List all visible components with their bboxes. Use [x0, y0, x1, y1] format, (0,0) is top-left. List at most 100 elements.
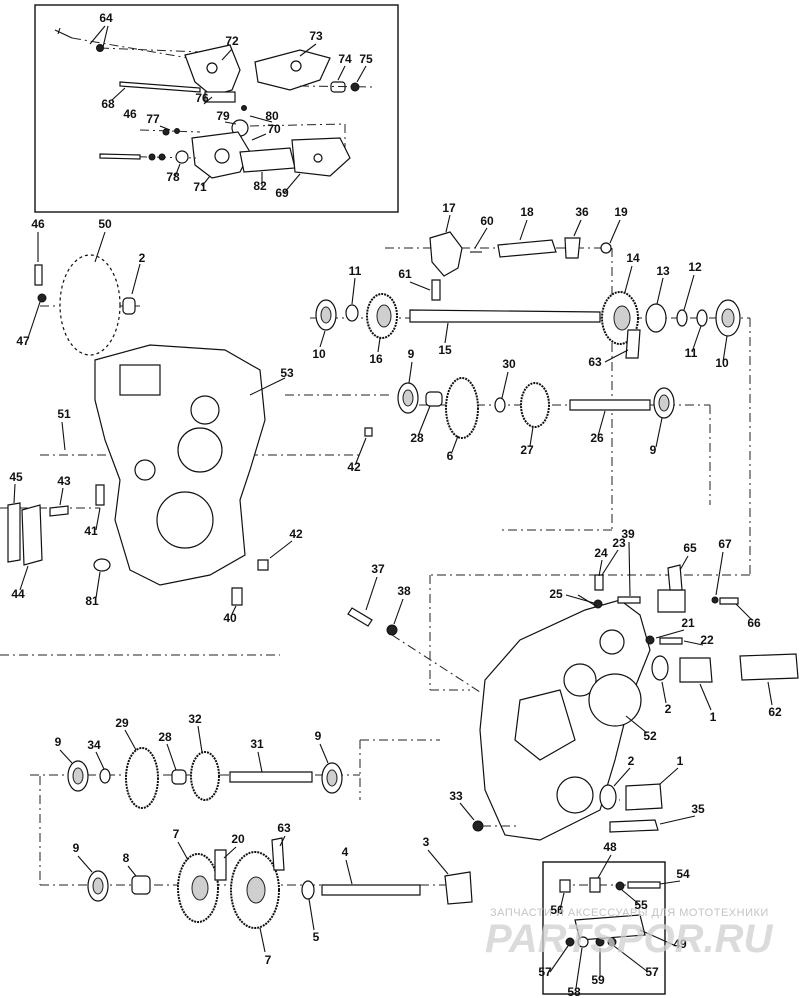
part-label-l12: 12: [688, 260, 702, 274]
part-label-l66: 66: [747, 616, 761, 630]
part-label-l1b: 1: [677, 754, 684, 768]
part-label-l39: 39: [621, 527, 635, 541]
middle-shaft-assembly: [397, 361, 675, 453]
part-label-l55: 55: [634, 898, 648, 912]
part-label-l2a: 2: [139, 251, 146, 265]
part-label-l50: 50: [98, 217, 112, 231]
part-label-l49: 49: [673, 937, 687, 951]
part-label-l61: 61: [398, 267, 412, 281]
part-label-l60: 60: [480, 214, 494, 228]
part-label-l1a: 1: [710, 710, 717, 724]
part-label-l79: 79: [216, 109, 230, 123]
part-label-l33: 33: [449, 789, 463, 803]
part-label-l68: 68: [101, 97, 115, 111]
part-label-l77: 77: [146, 112, 160, 126]
part-label-l44: 44: [11, 587, 25, 601]
part-label-l6: 6: [447, 449, 454, 463]
part-label-l19: 19: [614, 205, 628, 219]
part-label-l9c: 9: [55, 735, 62, 749]
part-label-l14: 14: [626, 251, 640, 265]
part-label-l72: 72: [225, 34, 239, 48]
part-label-l51: 51: [57, 407, 71, 421]
part-label-l4: 4: [342, 845, 349, 859]
part-label-l32: 32: [188, 712, 202, 726]
part-label-l16: 16: [369, 352, 383, 366]
part-label-l57b: 57: [645, 965, 659, 979]
part-label-l64: 64: [99, 11, 113, 25]
part-label-l42b: 42: [289, 527, 303, 541]
right-housing-52: [347, 541, 799, 841]
part-label-l71: 71: [193, 180, 207, 194]
bottom-shaft-4-assembly: [77, 835, 473, 953]
part-label-l75: 75: [359, 52, 373, 66]
part-label-l40: 40: [223, 611, 237, 625]
part-label-l11b: 11: [685, 346, 698, 360]
part-label-l31: 31: [250, 737, 264, 751]
linkage-inset: [34, 4, 399, 213]
upper-shaft-assembly: [315, 214, 741, 363]
left-housing-53: [94, 344, 286, 586]
part-label-l21: 21: [681, 616, 695, 630]
part-label-l2b: 2: [665, 702, 672, 716]
part-label-l34: 34: [87, 738, 101, 752]
part-label-l7b: 7: [265, 953, 272, 967]
part-label-l7a: 7: [173, 827, 180, 841]
part-label-l29: 29: [115, 716, 129, 730]
part-label-l58: 58: [567, 985, 581, 998]
part-label-l41: 41: [84, 524, 98, 538]
part-label-l2c: 2: [628, 754, 635, 768]
part-label-l65: 65: [683, 541, 697, 555]
part-label-l9a: 9: [408, 347, 415, 361]
part-label-l22: 22: [700, 633, 714, 647]
part-label-l10b: 10: [715, 356, 729, 370]
part-label-l67: 67: [718, 537, 732, 551]
part-label-l73: 73: [309, 29, 323, 43]
part-label-l35: 35: [691, 802, 705, 816]
watermark: ЗАПЧАСТИ И АКСЕССУАРЫ ДЛЯ МОТОТЕХНИКИ PA…: [485, 907, 774, 961]
part-label-l38: 38: [397, 584, 411, 598]
part-label-l26: 26: [590, 431, 604, 445]
part-label-l8: 8: [123, 851, 130, 865]
part-label-l62: 62: [768, 705, 782, 719]
part-label-l27: 27: [520, 443, 534, 457]
part-label-l9b: 9: [650, 443, 657, 457]
part-label-l10a: 10: [312, 347, 326, 361]
part-label-l69: 69: [275, 186, 289, 200]
part-label-l13: 13: [656, 264, 670, 278]
part-label-l52: 52: [643, 729, 657, 743]
part-label-l28b: 28: [158, 730, 172, 744]
part-label-l5: 5: [313, 930, 320, 944]
part-label-l25: 25: [549, 587, 563, 601]
part-label-l28a: 28: [410, 431, 424, 445]
part-label-l37: 37: [371, 562, 385, 576]
part-label-l53: 53: [280, 366, 294, 380]
part-label-l3: 3: [423, 835, 430, 849]
part-label-l47: 47: [16, 334, 30, 348]
part-label-l63b: 63: [277, 821, 291, 835]
detent-inset: [542, 854, 681, 995]
part-label-l80: 80: [265, 109, 279, 123]
part-label-l43: 43: [57, 474, 71, 488]
part-label-l54: 54: [676, 867, 690, 881]
part-label-l36: 36: [575, 205, 589, 219]
part-label-l45: 45: [9, 470, 23, 484]
left-small-parts: [7, 231, 373, 615]
part-label-l76: 76: [195, 91, 209, 105]
part-label-l82: 82: [253, 179, 267, 193]
part-label-l24: 24: [594, 546, 608, 560]
part-label-l70: 70: [267, 122, 281, 136]
part-label-l59: 59: [591, 973, 605, 987]
part-label-l9e: 9: [73, 841, 80, 855]
part-label-l48: 48: [603, 840, 617, 854]
part-label-l42a: 42: [347, 460, 361, 474]
lower-shaft-31-assembly: [59, 725, 343, 809]
part-label-l11a: 11: [349, 264, 362, 278]
part-label-l23: 23: [612, 536, 626, 550]
part-label-l17: 17: [442, 201, 456, 215]
watermark-caption: ЗАПЧАСТИ И АКСЕССУАРЫ ДЛЯ МОТОТЕХНИКИ: [490, 907, 769, 919]
part-label-l81: 81: [85, 594, 99, 608]
part-label-l46a: 46: [123, 107, 137, 121]
part-label-l46b: 46: [31, 217, 45, 231]
